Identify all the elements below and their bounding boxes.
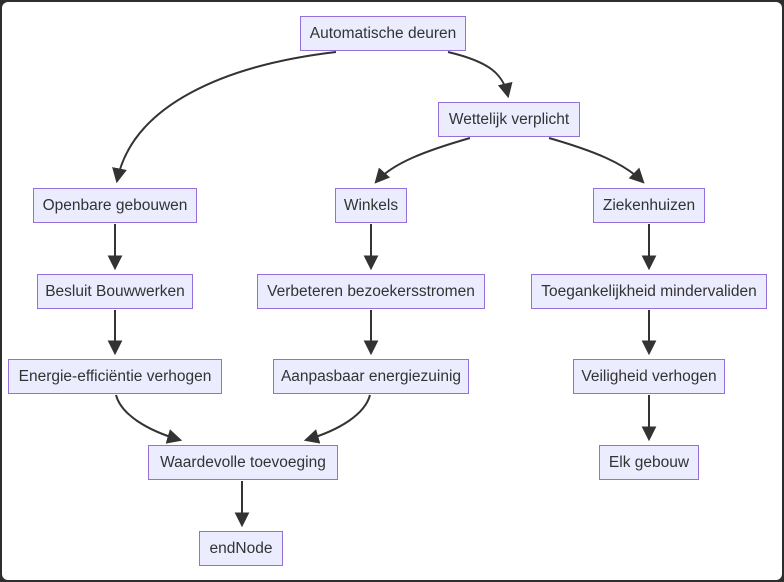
node-winkels: Winkels: [335, 188, 407, 223]
edge-wettelijk-verplicht-ziekenhuizen: [548, 137, 645, 184]
node-automatische-deuren: Automatische deuren: [300, 16, 466, 51]
edge-wettelijk-verplicht-winkels: [374, 137, 471, 184]
node-energie-efficientie-verhogen: Energie-efficiëntie verhogen: [8, 359, 222, 394]
edge-automatische-deuren-wettelijk-verplicht: [447, 51, 513, 99]
node-wettelijk-verplicht: Wettelijk verplicht: [438, 102, 580, 137]
edge-energie-efficientie-verhogen-waardevolle-toevoeging: [115, 394, 183, 444]
node-elk-gebouw: Elk gebouw: [599, 445, 699, 480]
node-ziekenhuizen: Ziekenhuizen: [593, 188, 705, 223]
edge-aanpasbaar-energiezuinig-waardevolle-toevoeging: [303, 394, 371, 444]
node-endnode: endNode: [199, 531, 283, 566]
node-verbeteren-bezoekersstromen: Verbeteren bezoekersstromen: [257, 274, 485, 309]
node-besluit-bouwwerken: Besluit Bouwwerken: [37, 274, 193, 309]
node-openbare-gebouwen: Openbare gebouwen: [33, 188, 197, 223]
edge-automatische-deuren-openbare-gebouwen: [112, 51, 337, 184]
node-veiligheid-verhogen: Veiligheid verhogen: [573, 359, 725, 394]
node-toegankelijkheid-mindervaliden: Toegankelijkheid mindervaliden: [531, 274, 767, 309]
node-aanpasbaar-energiezuinig: Aanpasbaar energiezuinig: [273, 359, 469, 394]
node-waardevolle-toevoeging: Waardevolle toevoeging: [148, 445, 338, 480]
